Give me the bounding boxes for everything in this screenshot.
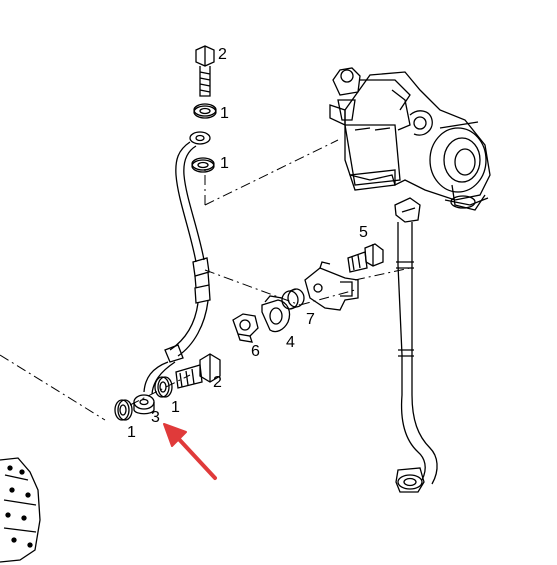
leader-line-clamp: [204, 269, 301, 306]
sealing-washer-bottom-left: [114, 399, 133, 421]
sealing-washer-mid: [191, 157, 215, 173]
callout-2-top: 2: [218, 46, 227, 63]
hex-nut: [232, 313, 259, 343]
return-hose: [394, 197, 438, 493]
engine-block-fragment: [0, 457, 41, 563]
leader-line-left: [0, 354, 106, 421]
spacer-sleeve: [281, 288, 305, 310]
banjo-bolt-bottom: [175, 353, 221, 389]
leader-lines: [0, 139, 411, 421]
callout-7: 7: [306, 311, 315, 328]
p-clamp: [261, 295, 291, 333]
banjo-bolt-top: [195, 45, 215, 97]
callout-1-bottom-left: 1: [127, 424, 136, 441]
callout-1-bottom-right: 1: [171, 399, 180, 416]
callout-2-bottom: 2: [213, 374, 222, 391]
callout-3: 3: [151, 409, 160, 426]
oil-feed-pipe: [133, 131, 211, 415]
callout-1-washer-mid: 1: [220, 155, 229, 172]
sealing-washer-bottom-right: [154, 376, 173, 398]
leader-line-turbo: [204, 139, 339, 206]
bracket: [304, 261, 359, 311]
callout-5: 5: [359, 224, 368, 241]
turbocharger: [329, 67, 491, 211]
pointer-arrow: [163, 423, 217, 480]
callout-4: 4: [286, 334, 295, 351]
callout-6: 6: [251, 343, 260, 360]
callout-1-washer-top: 1: [220, 105, 229, 122]
small-bolt: [347, 243, 384, 273]
sealing-washer-top: [193, 103, 217, 119]
